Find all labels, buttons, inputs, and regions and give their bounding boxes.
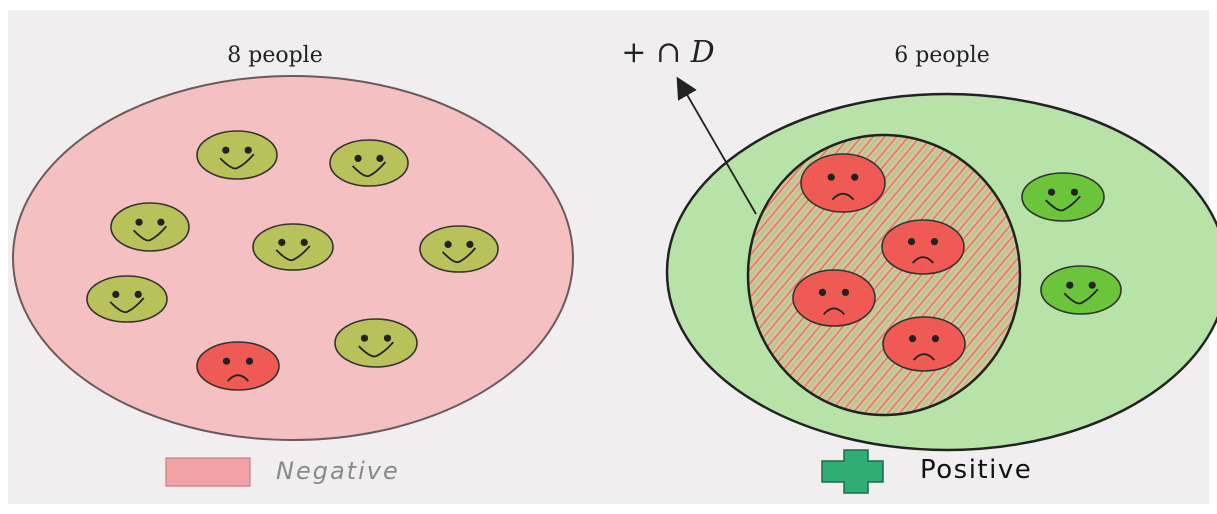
plus-cross-icon <box>821 449 884 494</box>
left-group-title: 8 people <box>227 43 322 68</box>
intersection-arrow <box>676 76 757 215</box>
sad-face <box>792 269 876 327</box>
positive-legend-label: Positive <box>920 455 1032 485</box>
negative-faces <box>86 130 499 391</box>
happy-face <box>1021 172 1105 222</box>
intersection-label: + ∩ D <box>621 35 714 70</box>
sad-face <box>881 219 965 275</box>
positive-faces <box>792 153 1122 372</box>
happy-face <box>419 225 499 273</box>
happy-face <box>334 318 418 368</box>
happy-face <box>1040 265 1122 315</box>
sad-face <box>882 316 966 372</box>
right-group-title: 6 people <box>894 43 989 68</box>
happy-face <box>86 275 168 323</box>
happy-face <box>110 202 190 252</box>
negative-legend-swatch <box>165 457 251 487</box>
happy-face <box>329 139 409 187</box>
happy-face <box>196 130 278 180</box>
sad-face <box>800 153 886 213</box>
sad-face <box>196 341 280 391</box>
happy-face <box>252 223 334 271</box>
negative-legend-label: Negative <box>276 457 400 485</box>
